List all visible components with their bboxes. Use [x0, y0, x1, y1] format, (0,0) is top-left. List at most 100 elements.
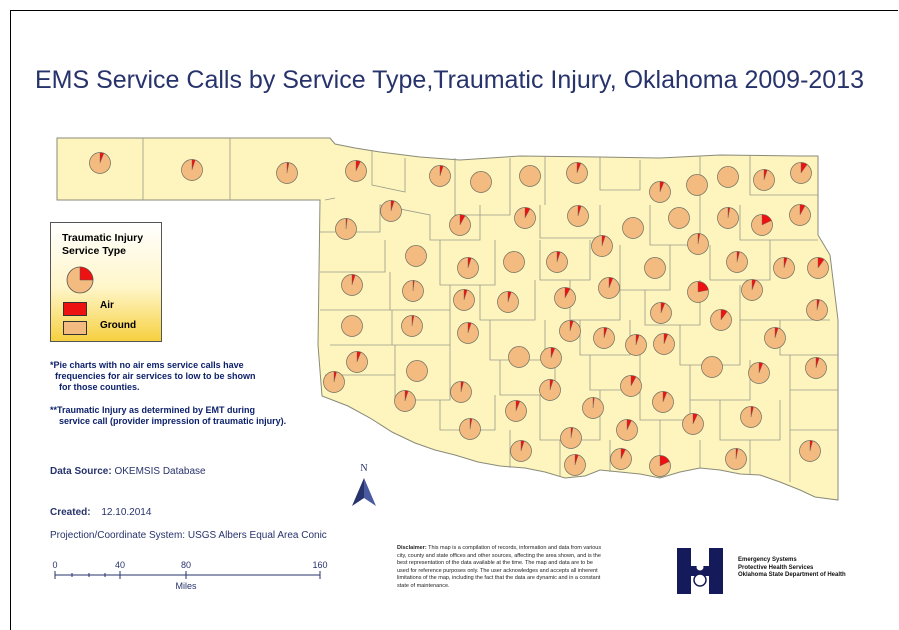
pie-air-slice	[635, 334, 640, 346]
pie-ground-slice	[717, 166, 739, 188]
pie-air-slice	[592, 397, 595, 409]
pie-air-slice	[817, 257, 825, 269]
disclaimer-line6: state of maintenance.	[397, 582, 450, 589]
county-pie	[450, 381, 472, 403]
pie-ground-slice	[405, 245, 427, 267]
created-date: Created: 12.10.2014	[50, 507, 151, 518]
county-pie	[748, 362, 770, 384]
pie-air-slice	[333, 371, 337, 383]
county-pie	[181, 159, 203, 181]
pie-air-slice	[620, 448, 626, 460]
county-pie	[717, 207, 739, 229]
county-pie	[598, 277, 620, 299]
pie-air-slice	[355, 160, 361, 172]
scale-bar	[54, 571, 321, 579]
pie-ground-slice	[622, 217, 644, 239]
scale-tick-160: 160	[312, 560, 327, 570]
county-pie	[773, 257, 795, 279]
pie-air-slice	[626, 419, 632, 431]
map-title: EMS Service Calls by Service Type,Trauma…	[34, 66, 865, 94]
pie-ground-slice	[668, 207, 690, 229]
county-pie	[566, 162, 588, 184]
pie-air-slice	[356, 351, 362, 363]
county-pie	[323, 371, 345, 393]
pie-ground-slice	[406, 360, 428, 382]
county-pie	[806, 299, 828, 321]
legend-title: Traumatic Injury Service Type	[62, 232, 162, 258]
pie-air-slice	[439, 165, 444, 177]
county-pie	[508, 346, 530, 368]
pie-air-slice	[469, 418, 473, 430]
county-pie	[741, 279, 763, 301]
pie-air-slice	[761, 214, 772, 226]
pie-air-slice	[660, 302, 666, 314]
county-pie	[668, 207, 690, 229]
north-arrow-icon	[352, 478, 376, 506]
pie-air-slice	[692, 413, 698, 425]
pie-air-slice	[783, 257, 788, 269]
pie-air-slice	[524, 207, 531, 219]
disclaimer: Disclaimer: This map is a compilation of…	[397, 545, 652, 591]
county-pie	[459, 418, 481, 440]
county-pie	[510, 440, 532, 462]
pie-air-slice	[467, 257, 472, 269]
scale-tick-40: 40	[115, 560, 125, 570]
legend-swatch-air	[63, 302, 87, 316]
county-pie	[497, 291, 519, 313]
county-pie	[546, 251, 568, 273]
county-pie	[805, 357, 827, 379]
pie-air-slice	[507, 291, 512, 303]
pie-air-slice	[463, 289, 468, 301]
county-pie	[346, 351, 368, 373]
county-pie	[807, 257, 829, 279]
created-value: 12.10.2014	[101, 507, 152, 518]
county-pie	[649, 181, 671, 203]
county-pie	[682, 413, 704, 435]
pie-air-slice	[659, 455, 670, 467]
pie-air-slice	[351, 274, 356, 286]
county-pie	[620, 375, 642, 397]
pie-ground-slice	[508, 346, 530, 368]
ti-note-line2: service call (provider impression of tra…	[59, 416, 287, 426]
pie-note-line2: frequencies for air services to low to b…	[55, 371, 256, 381]
scale-tick-0: 0	[52, 560, 57, 570]
county-pie	[554, 287, 576, 309]
county-pie	[725, 448, 747, 470]
county-pie	[710, 309, 732, 331]
pie-air-slice	[411, 315, 415, 327]
county-pie	[406, 360, 428, 382]
pie-ground-slice	[341, 315, 363, 337]
created-label: Created:	[50, 507, 91, 518]
county-pie	[591, 235, 613, 257]
pie-air-slice	[459, 214, 466, 226]
pie-note-line1: *Pie charts with no air ems service call…	[50, 360, 244, 370]
pie-air-slice	[727, 207, 731, 219]
county-pie	[593, 327, 615, 349]
disclaimer-line4: used for reference purposes only. The us…	[397, 567, 598, 574]
county-pie	[453, 289, 475, 311]
pie-ground-slice	[644, 257, 666, 279]
agency-line1: Emergency Systems	[738, 557, 797, 563]
pie-air-slice	[630, 375, 637, 387]
county-pie	[686, 174, 708, 196]
county-pie	[341, 274, 363, 296]
pie-air-slice	[763, 169, 768, 181]
pie-air-slice	[758, 362, 764, 374]
pie-air-slice	[549, 379, 554, 391]
county-pie	[650, 302, 672, 324]
pie-ground-slice	[701, 356, 723, 378]
disclaimer-line1: This map is a compilation of records, in…	[428, 545, 602, 551]
county-pie	[717, 166, 739, 188]
county-pie	[457, 322, 479, 344]
pie-note-line3: for those counties.	[59, 382, 140, 392]
agency-line3: Oklahoma State Department of Health	[738, 572, 846, 579]
pie-air-slice	[404, 390, 409, 402]
county-pie	[560, 427, 582, 449]
pie-air-slice	[460, 381, 464, 393]
county-pie	[559, 320, 581, 342]
pie-air-slice	[550, 347, 556, 359]
county-pie-charts	[89, 152, 829, 477]
pie-air-slice	[574, 454, 579, 466]
pie-air-slice	[659, 181, 665, 193]
pie-air-slice	[569, 320, 574, 332]
